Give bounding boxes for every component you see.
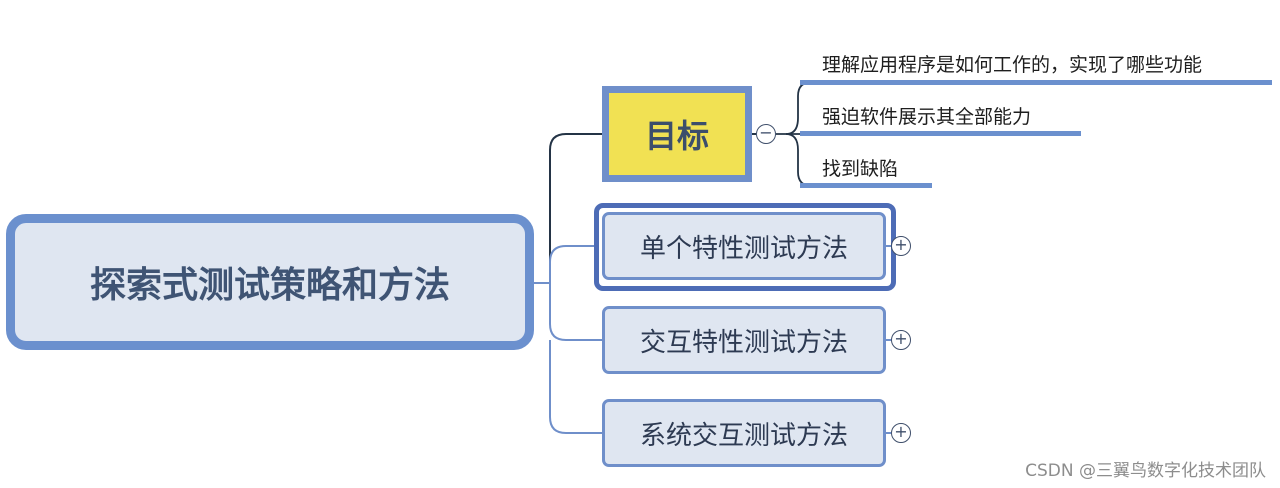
root-topic[interactable]: 探索式测试策略和方法 bbox=[6, 214, 534, 350]
branch-connector-1 bbox=[549, 245, 594, 283]
branch-2-expand-icon[interactable]: + bbox=[891, 330, 911, 350]
branch-topic-3[interactable]: 系统交互测试方法 bbox=[602, 399, 886, 467]
watermark: CSDN @三翼鸟数字化技术团队 bbox=[1025, 461, 1266, 481]
branch-topic-3-label: 系统交互测试方法 bbox=[639, 420, 848, 451]
goal-collapse-icon[interactable]: − bbox=[756, 124, 776, 144]
leaf-underline-1 bbox=[800, 80, 1272, 85]
root-topic-label: 探索式测试策略和方法 bbox=[89, 265, 450, 306]
branch-connector-3 bbox=[549, 340, 602, 434]
goal-subtopic-2[interactable]: 强迫软件展示其全部能力 bbox=[822, 106, 1032, 128]
goal-topic-label: 目标 bbox=[644, 117, 709, 155]
branch-1-expand-icon[interactable]: + bbox=[891, 236, 911, 256]
goal-subtopic-3[interactable]: 找到缺陷 bbox=[822, 158, 899, 180]
goal-topic[interactable]: 目标 bbox=[602, 86, 752, 182]
goal-subtopic-1[interactable]: 理解应用程序是如何工作的，实现了哪些功能 bbox=[822, 54, 1203, 76]
branch-topic-2-label: 交互特性测试方法 bbox=[639, 327, 848, 358]
leaf-underline-2 bbox=[800, 131, 1081, 136]
branch-topic-1[interactable]: 单个特性测试方法 bbox=[602, 212, 886, 280]
branch-connector-2 bbox=[549, 283, 602, 341]
branch-3-expand-icon[interactable]: + bbox=[891, 423, 911, 443]
branch-topic-1-label: 单个特性测试方法 bbox=[639, 233, 848, 264]
leaf-underline-3 bbox=[800, 183, 932, 188]
goal-connector bbox=[549, 133, 602, 283]
branch-topic-2[interactable]: 交互特性测试方法 bbox=[602, 306, 886, 374]
